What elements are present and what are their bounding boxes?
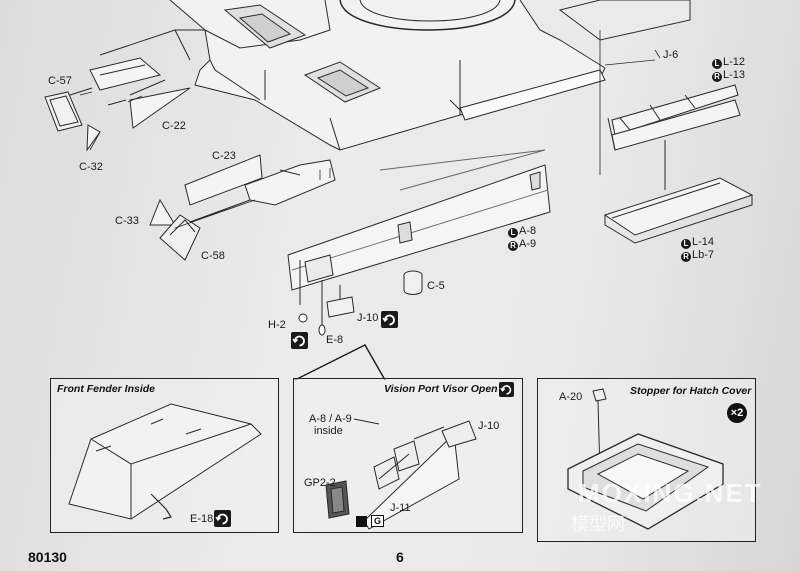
label-j10: J-10	[357, 312, 379, 324]
watermark: MOXING.NET	[578, 478, 763, 508]
paint-brush-icon	[356, 516, 367, 527]
label-c33: C-33	[115, 215, 139, 227]
inset-title: Stopper for Hatch Cover	[630, 385, 752, 397]
label-c57: C-57	[48, 75, 72, 87]
part-c23-group	[149, 154, 336, 261]
guide-lines	[79, 30, 661, 229]
inset-vision-port: Vision Port Visor Open A-8 / A-9 inside …	[293, 378, 523, 533]
inset-title: Front Fender Inside	[57, 383, 156, 395]
left-side-mark: L	[712, 59, 722, 69]
rack-l12	[607, 84, 741, 190]
page-number: 6	[396, 549, 404, 565]
plate-l14	[603, 177, 754, 244]
flip-part-icon	[499, 382, 514, 397]
label-j10-inset: J-10	[478, 420, 500, 432]
glue-mark: G	[371, 515, 385, 527]
label-a20: A-20	[559, 391, 583, 403]
flip-part-icon	[381, 311, 398, 328]
label-c23: C-23	[212, 150, 236, 162]
label-gp2-2: GP2-2	[304, 477, 336, 489]
label-e18: E-18	[190, 513, 214, 525]
side-panel-a8	[287, 149, 551, 291]
inset-front-fender: Front Fender Inside E-18	[50, 378, 279, 533]
part-c57-group	[44, 57, 191, 152]
label-a8-a9: A-8 / A-9	[309, 413, 352, 425]
label-c5: C-5	[427, 280, 445, 292]
flip-part-icon	[291, 332, 308, 349]
label-c22: C-22	[162, 120, 186, 132]
product-code: 80130	[28, 549, 67, 565]
vision-port-drawing	[325, 418, 477, 530]
quantity-badge: ×2	[727, 403, 747, 423]
inset-pointer	[294, 344, 386, 381]
inset-title: Vision Port Visor Open	[384, 383, 498, 395]
label-c58: C-58	[201, 250, 225, 262]
label-j11: J-11	[390, 502, 411, 514]
label-c32: C-32	[79, 161, 103, 173]
front-fender-drawing	[68, 403, 262, 520]
label-inside: inside	[314, 425, 343, 437]
inset-stopper: Stopper for Hatch Cover ×2 A-20	[537, 378, 756, 542]
label-e8: E-8	[326, 334, 344, 346]
upper-hull	[99, 0, 691, 151]
small-parts	[298, 260, 423, 336]
label-h2: H-2	[268, 319, 286, 331]
right-side-mark: R	[712, 72, 722, 82]
flip-part-icon	[214, 510, 231, 527]
watermark-sub: 模型网	[571, 514, 625, 534]
stopper-drawing	[567, 388, 724, 530]
label-j6: J-6	[663, 49, 679, 61]
